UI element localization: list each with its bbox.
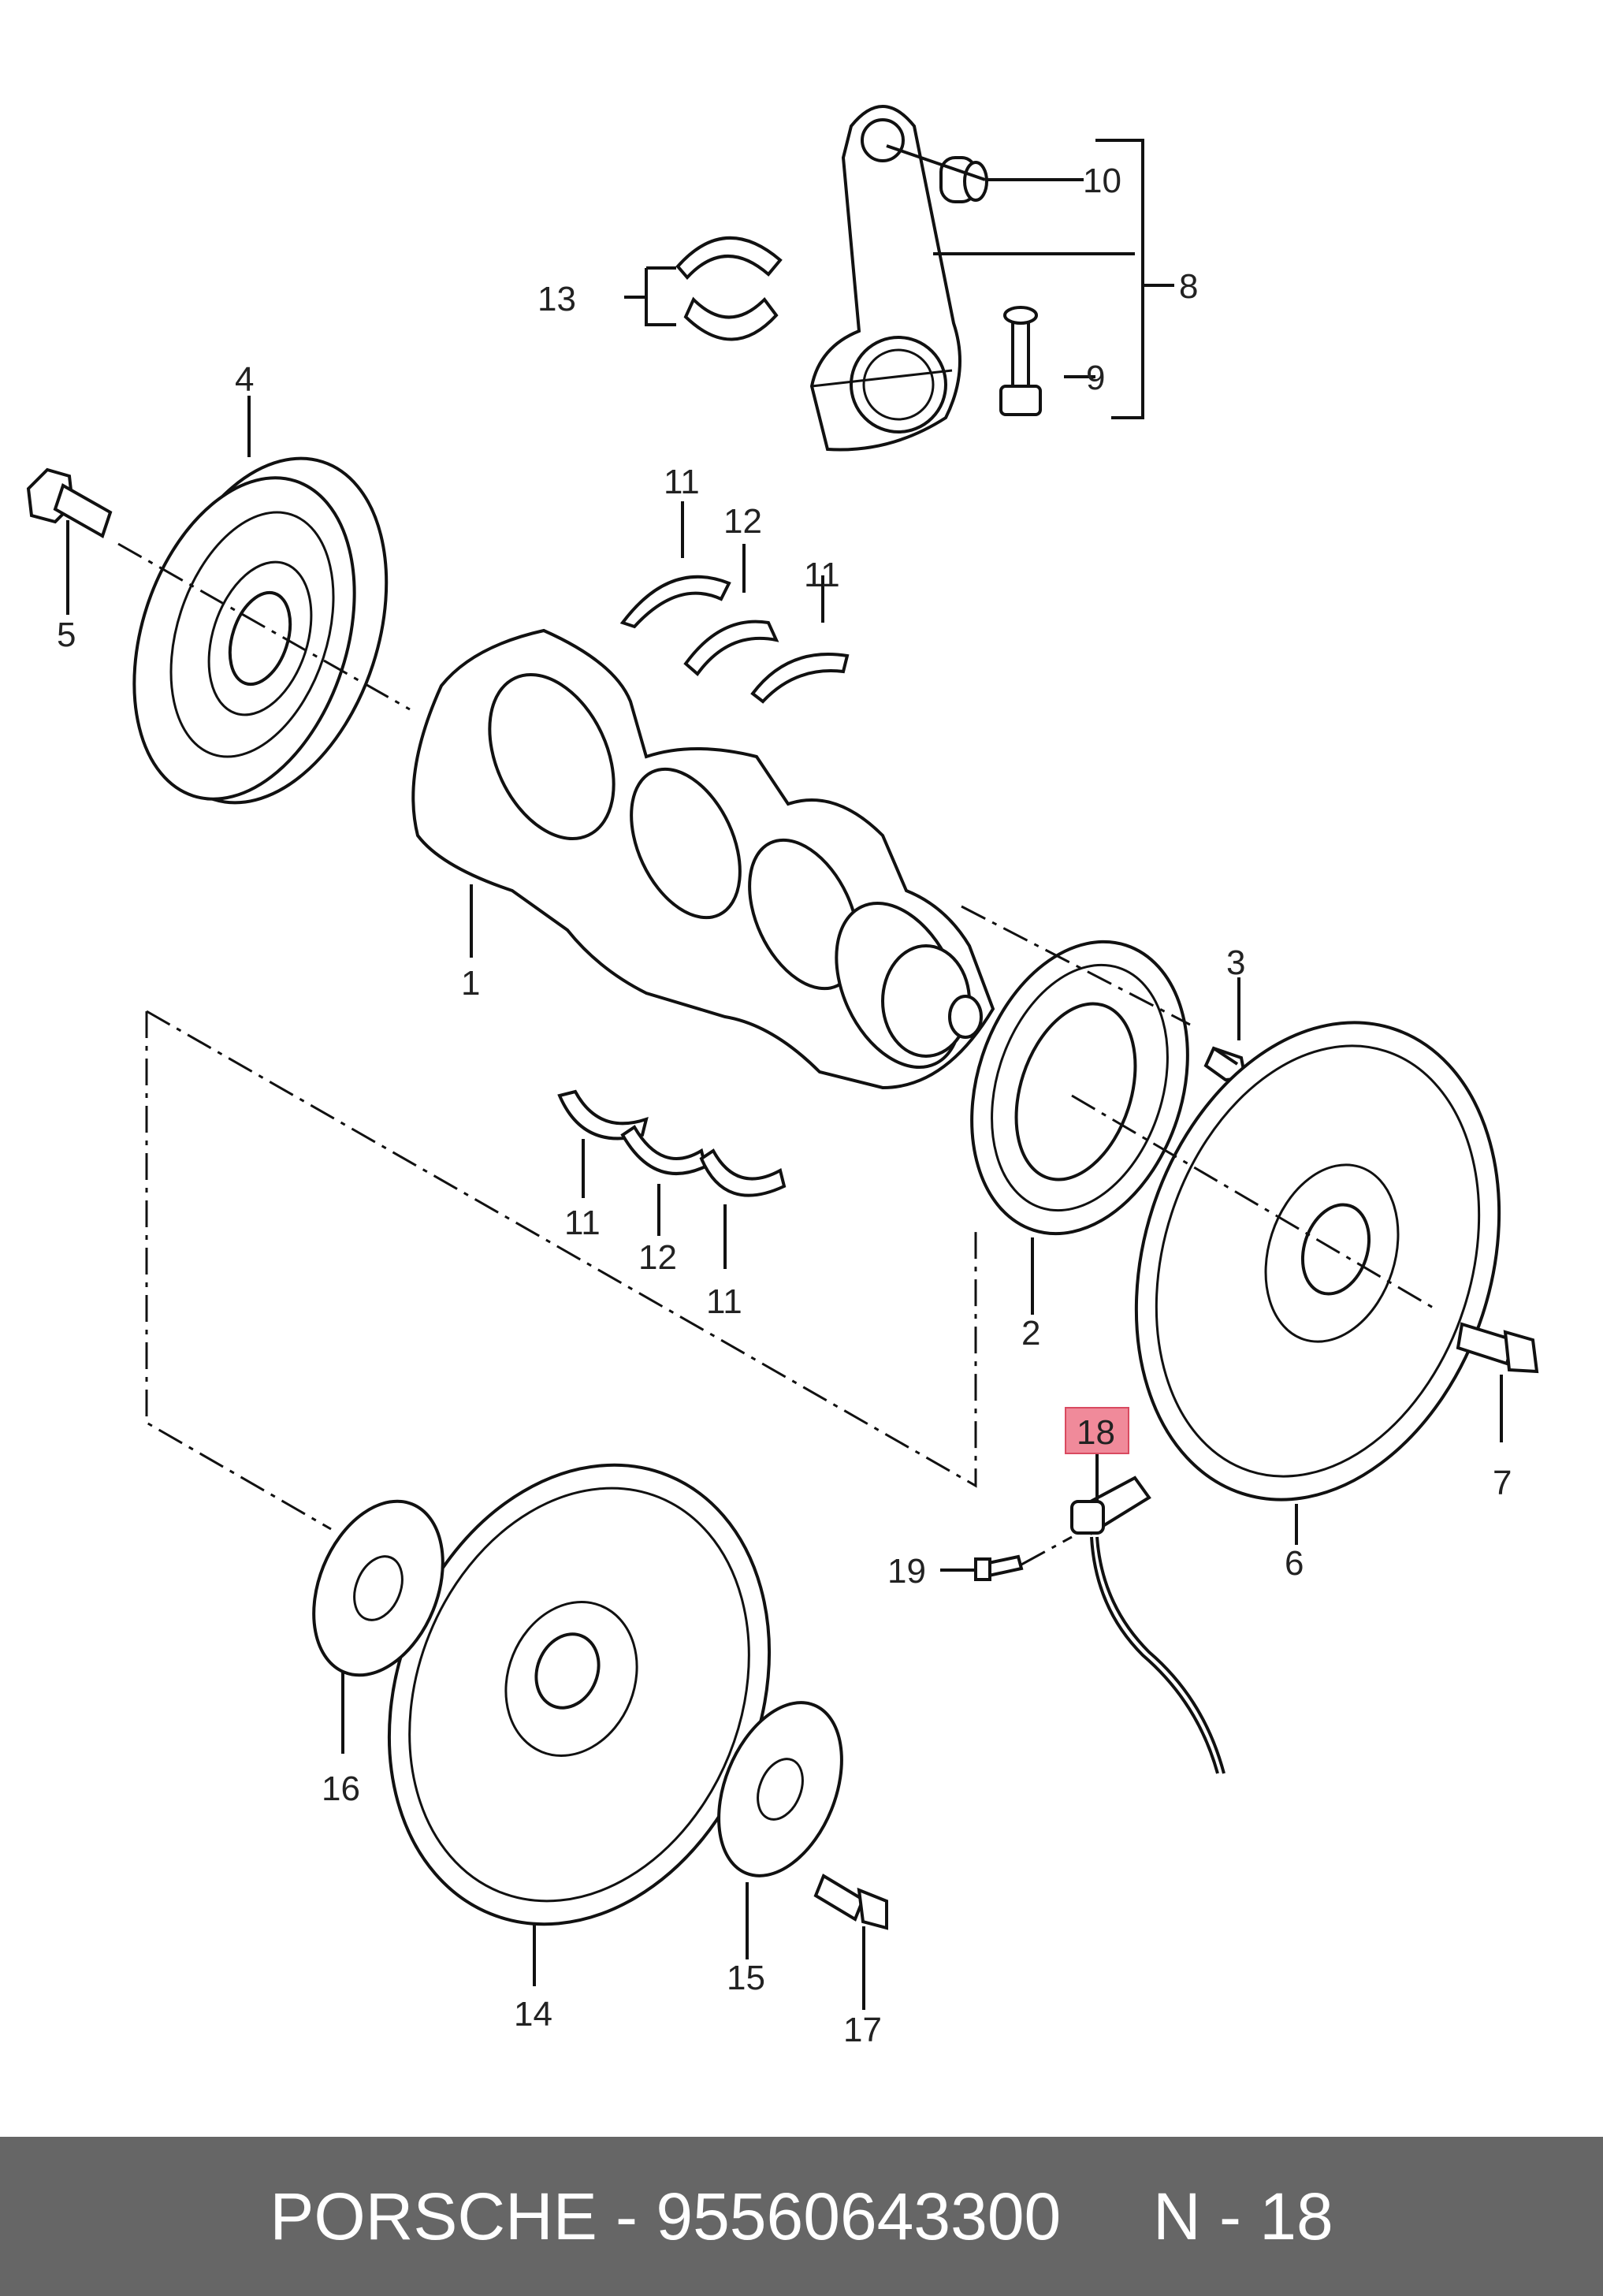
callout-5: 5 [57,616,76,654]
callout-3: 3 [1226,943,1245,982]
callout-18: 18 [1077,1413,1115,1452]
callout-19: 19 [887,1552,926,1591]
crankshaft-exploded-diagram: 1 2 3 4 5 6 7 8 9 10 11 11 11 11 12 12 1… [26,105,1539,2049]
callout-11-upper-left: 11 [664,463,700,501]
con-rod-bolt [999,306,1042,416]
callout-11-upper-right: 11 [804,556,840,594]
callout-1: 1 [461,964,480,1003]
callout-4: 4 [235,360,254,399]
crankshaft-pulley [132,456,389,805]
callout-9: 9 [1086,359,1105,397]
connecting-rod [809,105,961,452]
callout-15: 15 [727,1959,765,1997]
callout-16: 16 [322,1769,360,1808]
callout-12-upper: 12 [723,502,762,541]
crankshaft-position-sensor [1070,1475,1225,1774]
callout-11-lower-left: 11 [564,1204,601,1242]
callout-2: 2 [1021,1314,1040,1353]
callout-12-lower: 12 [638,1238,677,1277]
callout-8: 8 [1179,267,1198,306]
piston-pin-bushing [939,156,988,203]
sensor-bolt [974,1554,1024,1581]
callout-10: 10 [1083,162,1121,200]
callout-13: 13 [537,280,576,318]
footer-bar: PORSCHE - 95560643300 N - 18 [0,2137,1603,2296]
callout-14: 14 [514,1995,552,2034]
flywheel-bolt [1456,1322,1539,1374]
main-bearing-shells-lower [557,1089,787,1197]
crankshaft [411,628,995,1090]
pulley-bolt [26,467,113,538]
callout-7: 7 [1493,1464,1512,1502]
rod-bearing-shells [675,236,783,341]
reluctor-ring [970,940,1189,1236]
drive-plate-bolt [813,1874,888,1930]
callout-18-highlight: 18 [1065,1407,1129,1454]
part-number-caption: PORSCHE - 95560643300 N - 18 [270,2179,1333,2253]
footer-caption: PORSCHE - 95560643300 N - 18 [0,2137,1603,2296]
main-bearing-shells-upper [619,575,850,704]
callout-11-lower-right: 11 [706,1282,742,1321]
callout-17: 17 [843,2011,882,2049]
callout-6: 6 [1285,1544,1304,1583]
spacer-rear [717,1701,843,1877]
drive-plate [387,1463,772,1926]
